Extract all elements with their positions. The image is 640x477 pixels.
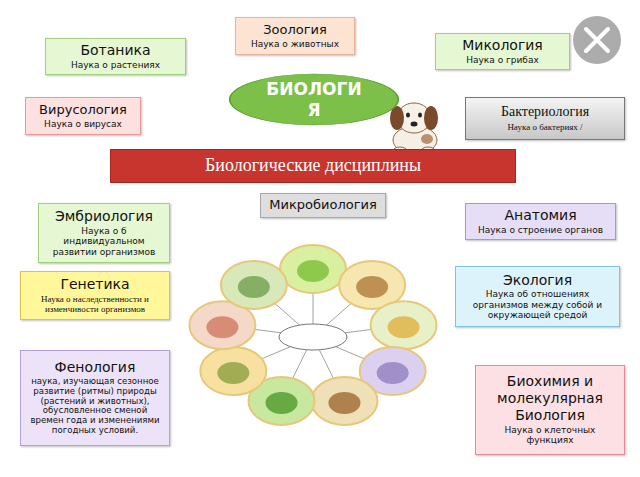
box-heading: Биологические дисциплины bbox=[119, 155, 507, 177]
box-heading: Микология bbox=[440, 37, 565, 54]
discipline-box: БотаникаНаука о растениях bbox=[45, 38, 186, 75]
box-heading: Вирусология bbox=[30, 102, 136, 118]
discipline-box: ЭкологияНаука об отношениях организмов м… bbox=[455, 266, 620, 327]
discipline-box: МикологияНаука о грибах bbox=[435, 33, 570, 70]
discipline-box: БактериологияНаука о бактериях / bbox=[465, 97, 625, 140]
box-heading: Фенология bbox=[25, 359, 165, 376]
discipline-box: ЗоологияНаука о животных bbox=[235, 17, 355, 55]
close-button bbox=[573, 16, 621, 64]
box-description: Наука о б индивидуальном развитии органи… bbox=[43, 226, 165, 257]
box-heading: Бактериология bbox=[470, 104, 620, 121]
discipline-box: Микробиология bbox=[260, 193, 386, 218]
box-heading: Экология bbox=[460, 272, 615, 289]
box-heading: Биохимия и молекулярная Биология bbox=[480, 373, 620, 423]
discipline-box: Биохимия и молекулярная БиологияНаука о … bbox=[475, 365, 625, 455]
discipline-box: ВирусологияНаука о вирусах bbox=[25, 97, 141, 135]
box-description: Наука о наследственности и изменчивости … bbox=[25, 294, 165, 315]
discipline-box: ЭмбриологияНаука о б индивидуальном разв… bbox=[38, 203, 170, 263]
box-description: Наука о вирусах bbox=[30, 119, 136, 129]
box-heading: Зоология bbox=[240, 22, 350, 38]
box-description: Наука о строение органов bbox=[470, 225, 611, 235]
puppy-figure bbox=[390, 103, 438, 155]
box-description: Наука о грибах bbox=[440, 55, 565, 65]
box-description: Наука о растениях bbox=[50, 60, 181, 70]
box-heading: Анатомия bbox=[470, 207, 611, 224]
box-heading: Микробиология bbox=[265, 197, 381, 213]
discipline-box: Фенологиянаука, изучающая сезонное разви… bbox=[20, 350, 170, 446]
box-heading: Ботаника bbox=[50, 42, 181, 59]
box-heading: БИОЛОГИ Я bbox=[258, 79, 370, 120]
discipline-box: АнатомияНаука о строение органов bbox=[465, 203, 616, 240]
title-band: Биологические дисциплины bbox=[110, 149, 516, 183]
box-description: наука, изучающая сезонное развитие (ритм… bbox=[25, 377, 165, 436]
box-description: Наука о клеточных функциях bbox=[480, 425, 620, 446]
box-heading: Генетика bbox=[25, 276, 165, 293]
box-heading: Эмбриология bbox=[43, 208, 165, 225]
box-description: Наука о животных bbox=[240, 39, 350, 49]
title-ellipse: БИОЛОГИ Я bbox=[228, 73, 400, 126]
box-description: Наука о бактериях / bbox=[470, 122, 620, 132]
box-description: Наука об отношениях организмов между соб… bbox=[460, 289, 615, 320]
discipline-box: ГенетикаНаука о наследственности и измен… bbox=[20, 271, 170, 320]
biology-wheel bbox=[189, 245, 436, 425]
